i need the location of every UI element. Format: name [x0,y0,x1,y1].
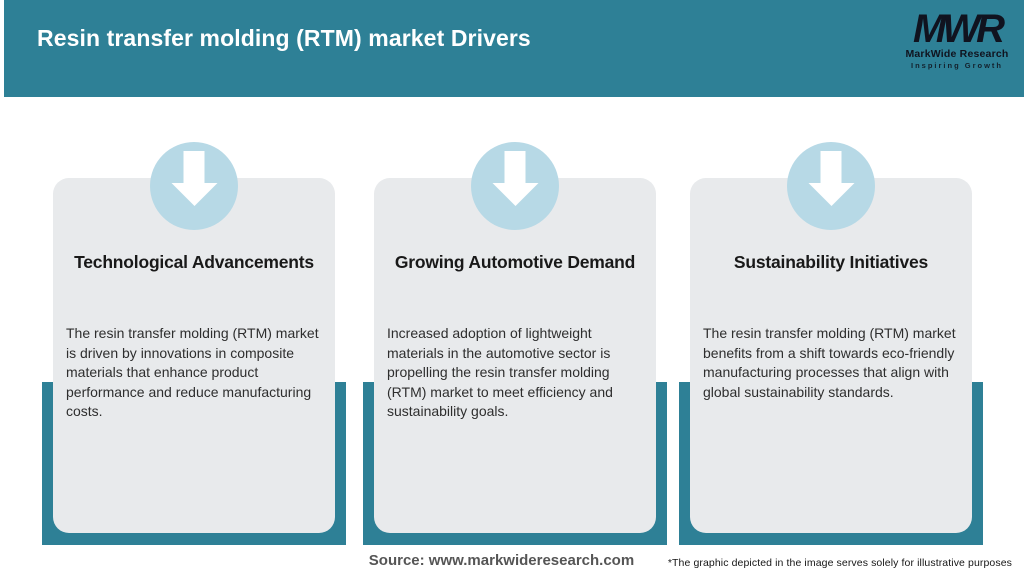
down-arrow-head [171,183,217,206]
down-arrow-shaft [183,151,205,183]
markwide-research-logo: MWR MarkWide Research Inspiring Growth [902,8,1012,70]
driver-card-growing-automotive-demand: Growing Automotive Demand Increased adop… [374,178,656,533]
driver-icon-circle-3 [787,142,875,230]
disclaimer-note: *The graphic depicted in the image serve… [667,557,1012,569]
down-arrow-icon [492,151,539,206]
page-title: Resin transfer molding (RTM) market Driv… [37,25,531,51]
logo-company-name: MarkWide Research [905,48,1009,60]
driver-icon-circle-2 [471,142,559,230]
source-attribution: Source: www.markwideresearch.com [368,552,635,569]
driver-title: Technological Advancements [74,252,314,272]
down-arrow-shaft [820,151,842,183]
mwr-logo-icon: MWR [913,7,1005,51]
down-arrow-icon [171,151,218,206]
driver-card-sustainability-initiatives: Sustainability Initiatives The resin tra… [690,178,972,533]
driver-description: Increased adoption of lightweight materi… [387,325,613,419]
driver-description: The resin transfer molding (RTM) market … [66,325,319,419]
driver-description: The resin transfer molding (RTM) market … [703,325,956,400]
driver-title: Growing Automotive Demand [394,252,636,272]
down-arrow-head [808,183,854,206]
driver-icon-circle-1 [150,142,238,230]
logo-tagline: Inspiring Growth [911,61,1003,70]
driver-card-technological-advancements: Technological Advancements The resin tra… [53,178,335,533]
down-arrow-icon [808,151,855,206]
driver-title: Sustainability Initiatives [733,252,929,272]
down-arrow-shaft [504,151,526,183]
down-arrow-head [492,183,538,206]
header-bar: Resin transfer molding (RTM) market Driv… [4,0,1024,97]
